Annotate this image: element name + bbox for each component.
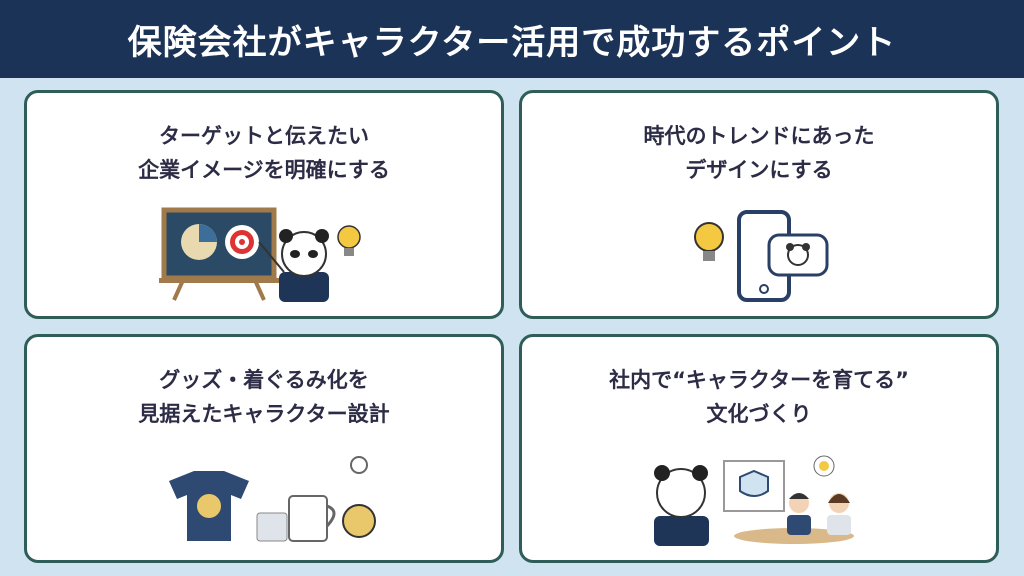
card-title-line: 文化づくり [706, 402, 812, 426]
card-title: グッズ・着ぐるみ化を 見据えたキャラクター設計 [27, 363, 501, 431]
card-title-line: デザインにする [685, 158, 833, 182]
card-title: ターゲットと伝えたい 企業イメージを明確にする [27, 119, 501, 187]
card-title-line: ターゲットと伝えたい [159, 124, 369, 148]
merchandise-icon [169, 456, 376, 542]
card-title-line: 時代のトレンドにあった [643, 124, 875, 148]
card-title-line: グッズ・着ぐるみ化を [159, 368, 369, 392]
card-title: 社内で“キャラクターを育てる” 文化づくり [522, 363, 996, 431]
point-card-goods: グッズ・着ぐるみ化を 見据えたキャラクター設計 [24, 334, 504, 563]
point-card-culture: 社内で“キャラクターを育てる” 文化づくり [519, 334, 999, 563]
page-title: 保険会社がキャラクター活用で成功するポイント [127, 22, 897, 63]
card-title-line: 社内で“キャラクターを育てる” [609, 368, 909, 392]
presentation-board-panda-icon [159, 207, 361, 302]
card-title-line: 見据えたキャラクター設計 [138, 402, 390, 426]
card-title-line: 企業イメージを明確にする [138, 158, 390, 182]
header-banner: 保険会社がキャラクター活用で成功するポイント [0, 0, 1024, 78]
point-card-trend: 時代のトレンドにあった デザインにする [519, 90, 999, 319]
team-meeting-icon [654, 455, 854, 546]
card-title: 時代のトレンドにあった デザインにする [522, 119, 996, 187]
point-card-target: ターゲットと伝えたい 企業イメージを明確にする [24, 90, 504, 319]
smartphone-chat-icon [694, 210, 829, 302]
